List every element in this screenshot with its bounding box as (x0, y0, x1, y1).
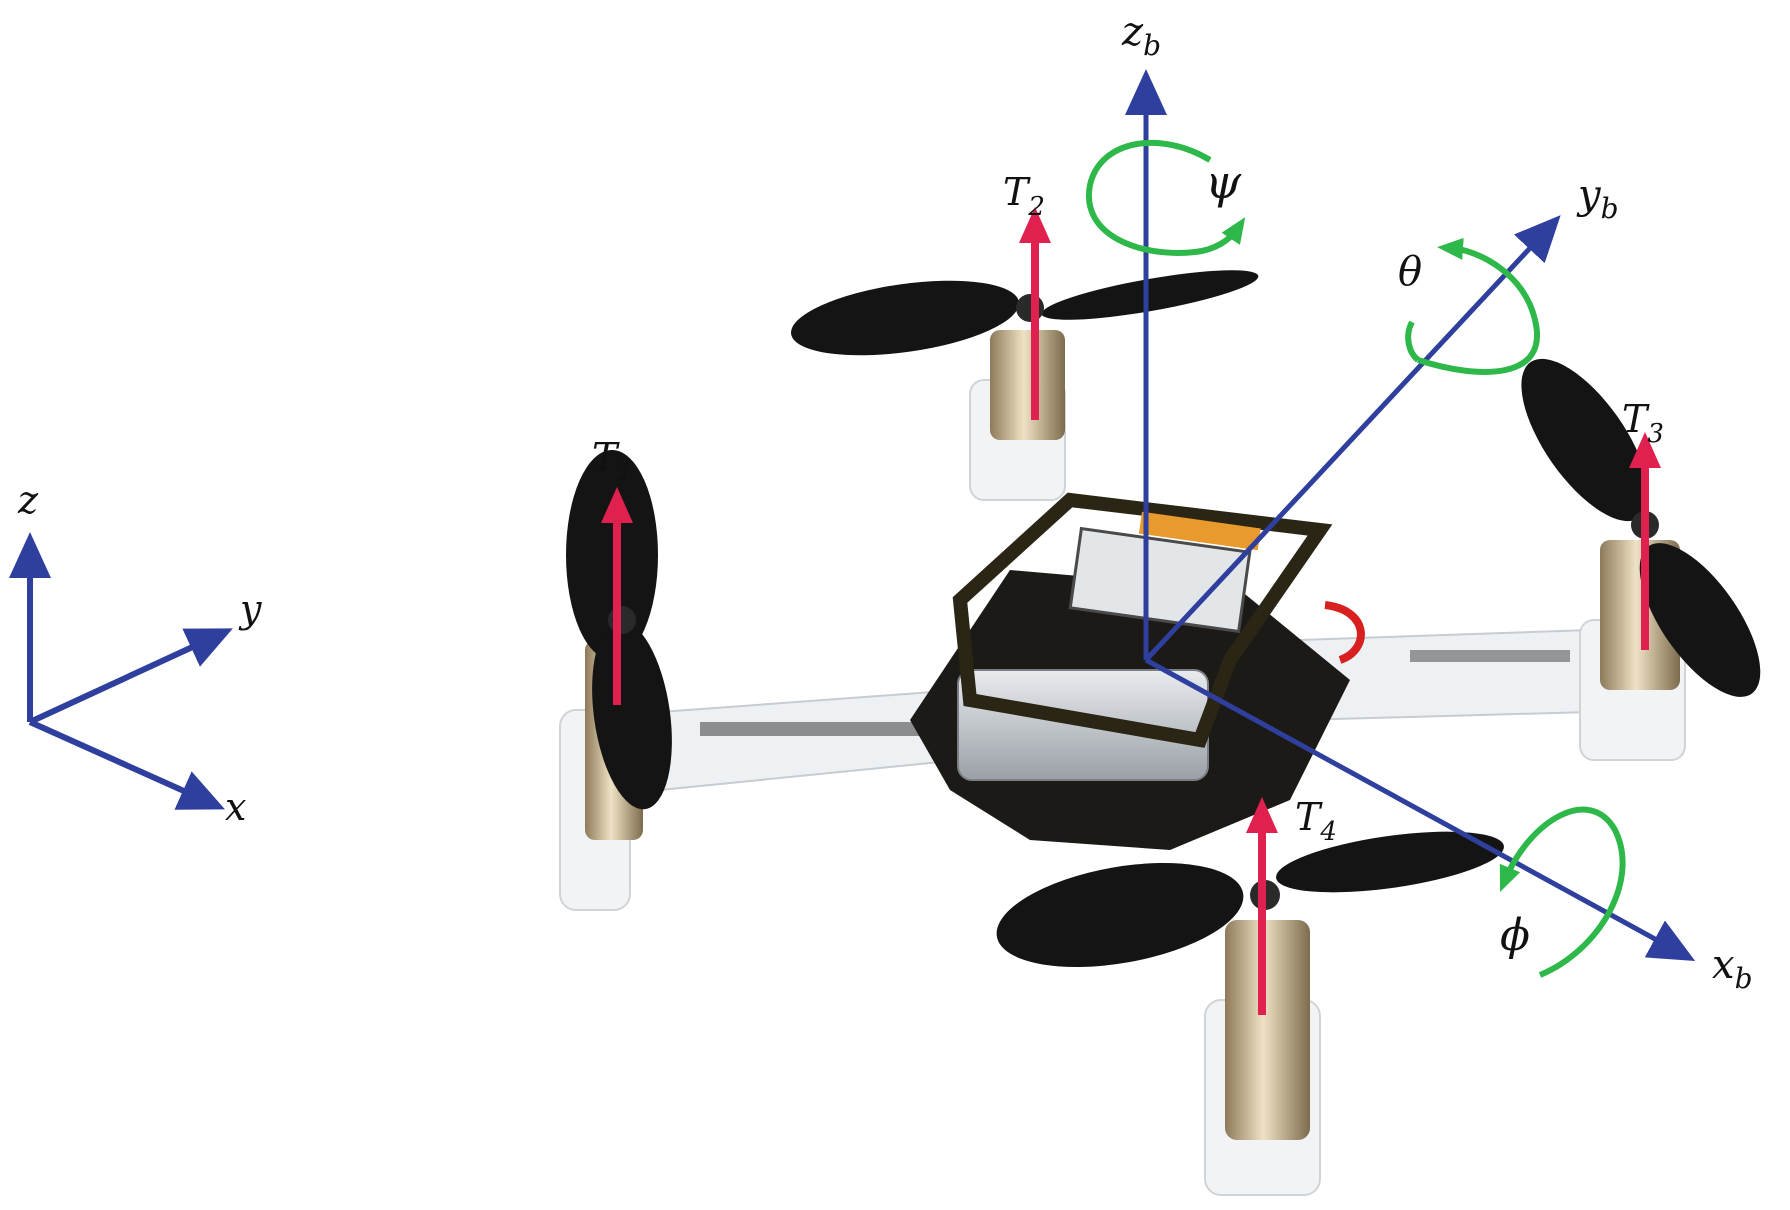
propeller-2-hub (1016, 294, 1044, 322)
arm-left-stripe (700, 722, 940, 736)
body-y-axis (1144, 215, 1561, 662)
world-x-label: x (225, 785, 246, 829)
world-x-axis (28, 719, 225, 810)
propeller-3-blade-top (1521, 358, 1649, 522)
world-y-axis (28, 628, 233, 725)
quadrotor-body (609, 492, 1641, 850)
roll-label: ϕ (1500, 910, 1530, 961)
body-z-label: zb (1121, 9, 1161, 62)
thrust-2-label: T2 (1003, 170, 1045, 222)
propeller-4-blade-right (1276, 831, 1504, 893)
propeller-2-blade-left (791, 280, 1019, 356)
pitch-rotation-arrow-tail (1405, 320, 1421, 363)
thrust-4-label: T4 (1295, 795, 1337, 847)
roll-rotation-arrow (1499, 806, 1626, 978)
propeller-1-blade-top (566, 450, 658, 660)
propeller-2-blade-right (1041, 270, 1259, 320)
world-y-label: y (238, 587, 262, 631)
rotor-2 (791, 270, 1259, 501)
body-frame: zb yb xb (1121, 9, 1753, 995)
expansion-deck (952, 492, 1333, 748)
pitch-label: θ (1398, 249, 1422, 295)
arm-right-stripe (1410, 650, 1570, 662)
world-z-label: z (17, 478, 39, 522)
yaw-label: ψ (1205, 155, 1242, 209)
motor-2 (990, 330, 1065, 440)
propeller-3-blade-bottom (1639, 543, 1761, 697)
body-x-axis (1144, 657, 1696, 962)
body-y-label: yb (1576, 172, 1619, 225)
rotor-1 (559, 450, 672, 911)
propeller-4-blade-left (996, 862, 1244, 968)
thrust-vectors: T1 T2 T3 T4 (592, 170, 1664, 1015)
rotor-4 (996, 831, 1504, 1196)
thrust-3-label: T3 (1622, 397, 1664, 449)
yaw-rotation-arrow (1085, 139, 1246, 256)
thrust-1-label: T1 (592, 435, 634, 487)
orange-connector (1138, 511, 1261, 551)
body-x-label: xb (1712, 942, 1753, 995)
world-frame: z y x (9, 478, 262, 829)
propeller-1-blade-bottom (592, 620, 672, 810)
motor-4 (1225, 920, 1310, 1140)
propeller-1-hub (608, 606, 636, 634)
red-wire (1324, 601, 1365, 664)
rotor-3 (1521, 358, 1761, 761)
deck-battery-label (1068, 526, 1252, 634)
rotations: ψ θ ϕ (1085, 139, 1626, 978)
pitch-rotation-arrow (1417, 237, 1540, 375)
